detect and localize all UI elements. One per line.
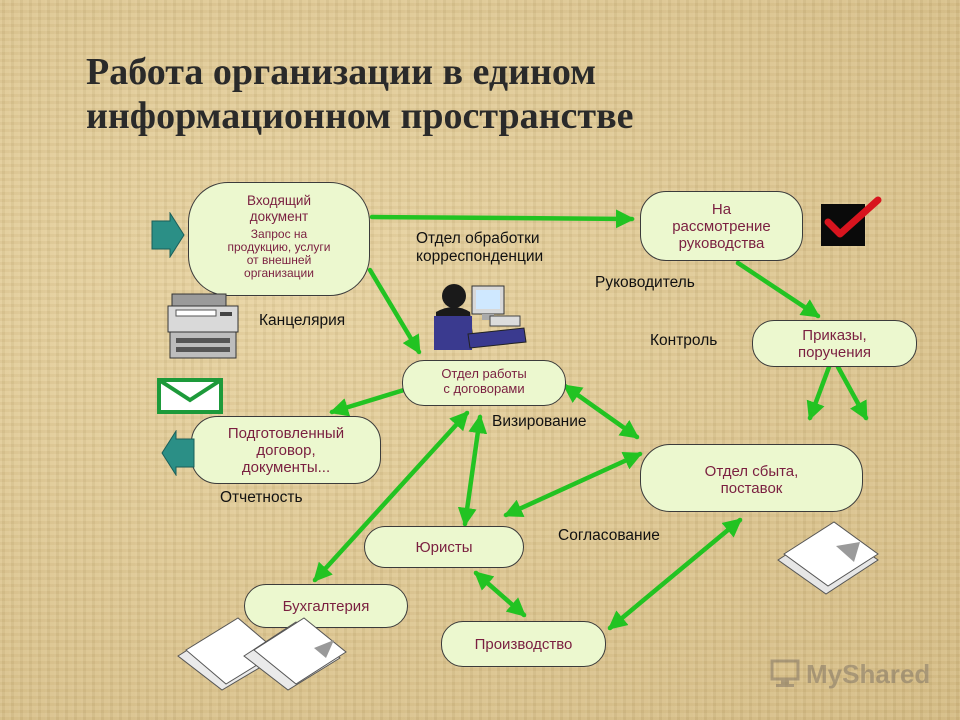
node-contracts-dept: Отдел работы с договорами [402,360,566,406]
orders-line-1: Приказы, [802,326,867,344]
incoming-sub-line-1: Запрос на [250,227,308,241]
sales-line-2: поставок [720,480,783,497]
label-endorsement: Визирование [492,413,587,430]
production-label: Производство [474,635,573,653]
watermark-monitor-icon [770,659,800,687]
arrow-review-to-orders [735,260,821,319]
node-prepared-contract: Подготовленный договор, документы... [191,416,381,484]
orders-line-2: поручения [797,343,872,361]
sales-line-1: Отдел сбыта, [704,463,799,480]
label-reporting: Отчетность [220,489,303,506]
lawyers-label: Юристы [415,538,473,556]
printer-icon [167,293,239,359]
correspondence-line-2: корреспонденции [416,248,544,265]
label-chancellery: Канцелярия [259,312,346,329]
documents-stack-icon [777,521,879,595]
arrow-in-icon [151,212,185,258]
accounting-label: Бухгалтерия [282,597,370,615]
label-correspondence: Отдел обработки корреспонденции [416,230,543,266]
arrow-incoming-to-contracts [367,267,422,355]
title-line-2: информационном пространстве [86,95,634,137]
contracts-line-1: Отдел работы [441,366,527,381]
incoming-sub-line-3: от внешней [246,253,312,267]
node-production: Производство [441,621,606,667]
arrow-lawyers-production [473,570,527,618]
contracts-line-2: с договорами [443,381,525,396]
node-lawyers: Юристы [364,526,524,568]
incoming-title-line-2: документ [249,209,309,224]
node-review: На рассмотрение руководства [640,191,803,261]
arrow-lawyers-sales [503,451,643,518]
watermark-logo-icon: MyShared [768,656,938,692]
arrow-orders-to-sales-2 [835,364,869,421]
arrow-incoming-to-review [369,209,635,229]
envelope-icon [157,378,223,414]
node-incoming-document: Входящий документ Запрос на продукцию, у… [188,182,370,296]
arrow-contracts-to-prepared [329,387,407,417]
incoming-sub-line-4: организации [244,266,314,280]
checkmark-icon [821,196,882,246]
review-line-2: рассмотрение [672,217,771,235]
prepared-line-2: договор, [256,441,316,459]
incoming-sub-line-2: продукцию, услуги [227,240,331,254]
node-sales-dept: Отдел сбыта, поставок [640,444,863,512]
arrow-production-sales [607,517,743,631]
prepared-line-1: Подготовленный [227,424,345,442]
node-accounting: Бухгалтерия [244,584,408,628]
node-orders: Приказы, поручения [752,320,917,367]
watermark-text: MyShared [806,658,931,689]
label-control: Контроль [650,332,718,349]
page-title: Работа организации в едином информационн… [86,50,633,138]
label-manager: Руководитель [595,274,695,291]
arrow-orders-to-sales-1 [806,364,832,421]
review-line-3: руководства [678,234,765,252]
arrow-contracts-sales [562,383,640,440]
computer-user-icon [434,284,527,350]
label-approval: Согласование [558,527,660,544]
prepared-line-3: документы... [241,458,331,476]
arrow-lawyers-contracts [457,414,488,527]
documents-stack-icon [177,617,347,691]
arrow-accounting-contracts [312,410,470,583]
review-line-1: На [711,200,732,218]
title-line-1: Работа организации в едином [86,51,597,93]
incoming-title-line-1: Входящий [246,193,312,208]
correspondence-line-1: Отдел обработки [416,230,540,247]
arrow-out-icon [161,430,195,476]
